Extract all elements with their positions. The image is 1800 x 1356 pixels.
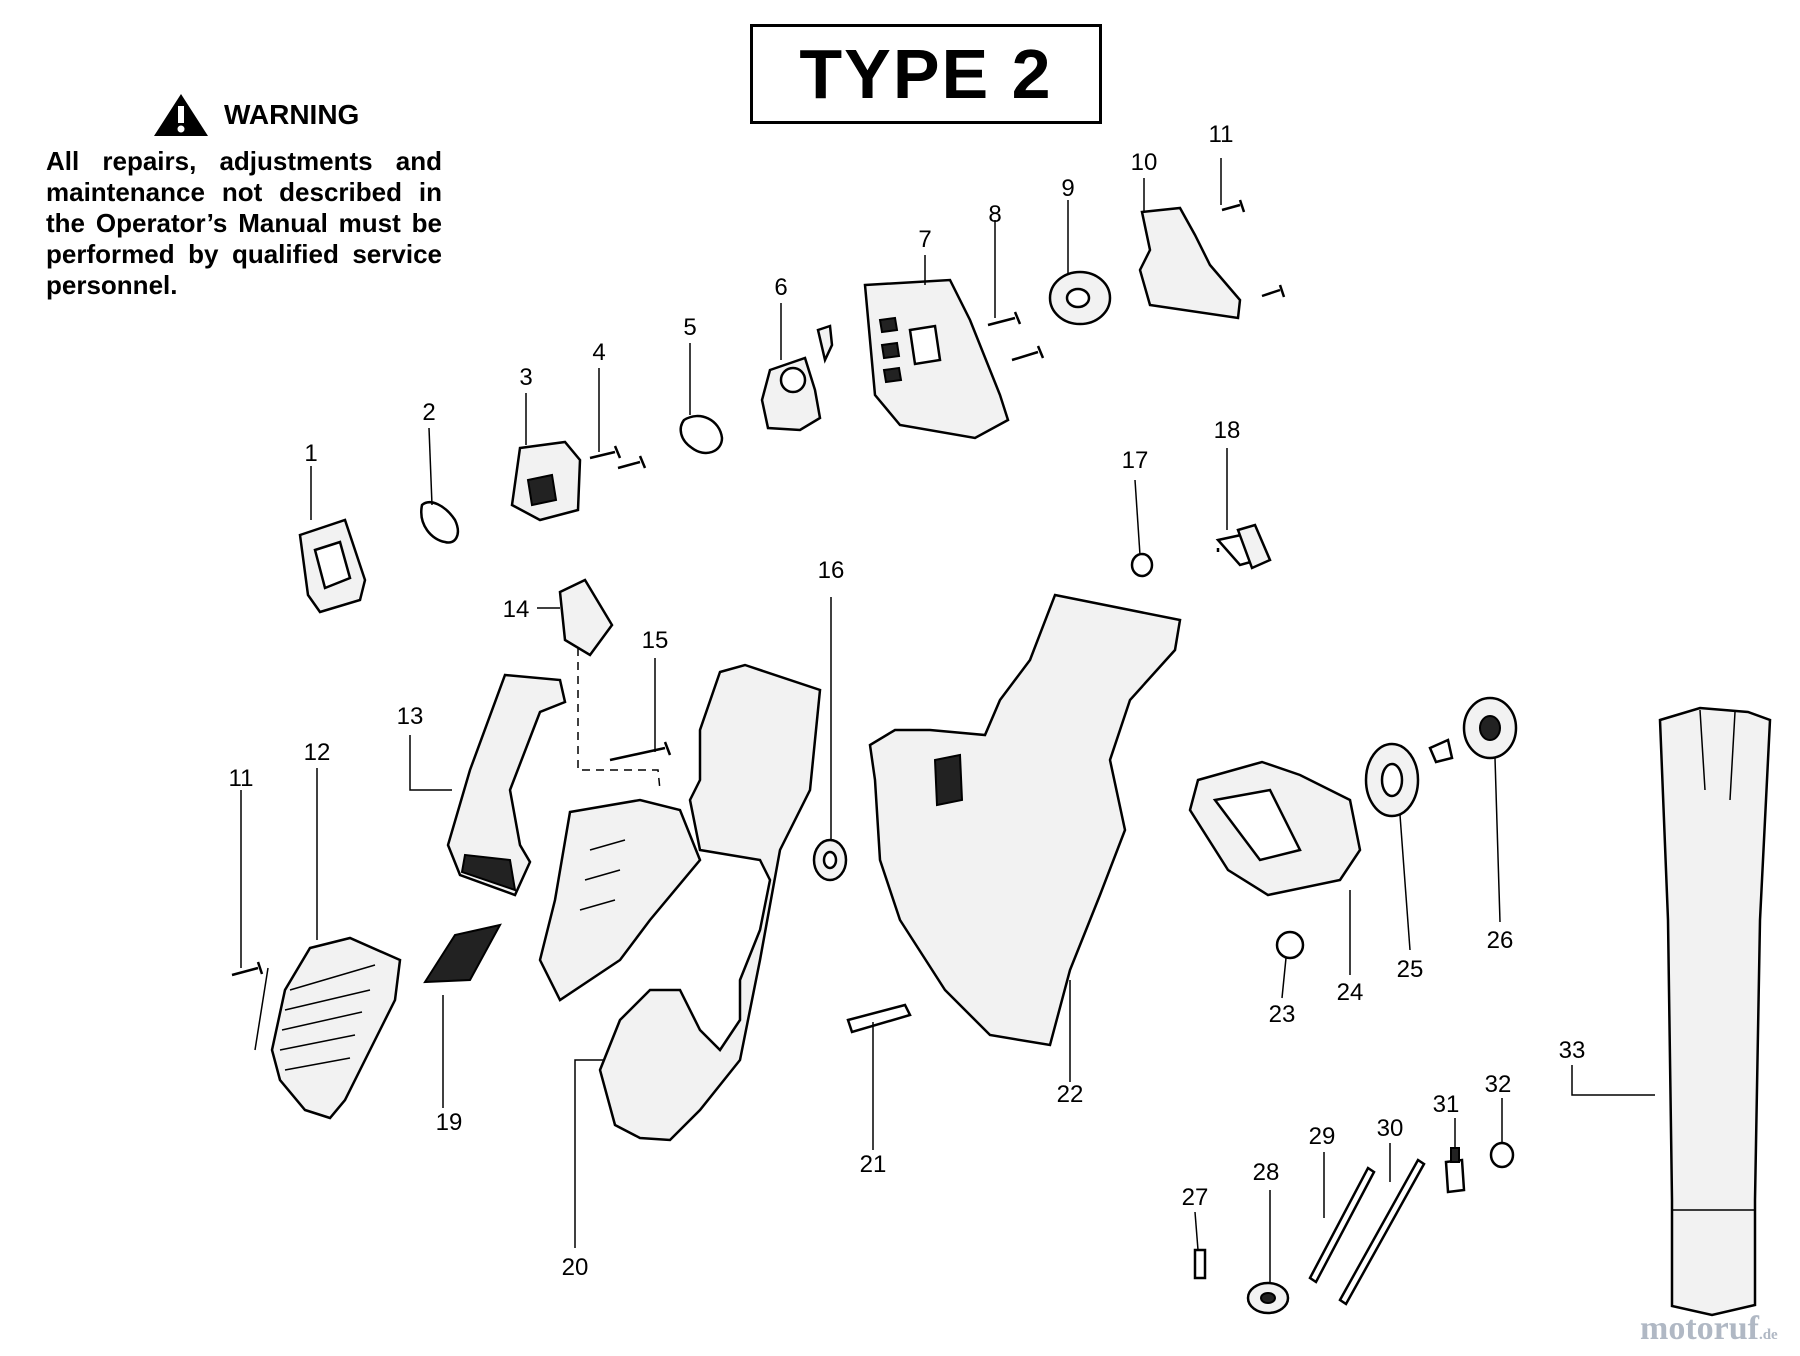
callout-22: 22 bbox=[1057, 1081, 1084, 1108]
part-33-blower-tube bbox=[1658, 706, 1772, 1317]
part-7-cylinder-cover bbox=[863, 278, 1010, 440]
callout-27: 27 bbox=[1182, 1184, 1209, 1211]
part-30-fuel-line bbox=[1338, 1158, 1426, 1306]
part-25-washer bbox=[1364, 742, 1420, 818]
part-20-blower-housing bbox=[538, 663, 822, 1142]
type-title: TYPE 2 bbox=[799, 35, 1053, 113]
callout-15: 15 bbox=[642, 627, 669, 654]
part-5-gasket bbox=[679, 414, 724, 455]
callout-18: 18 bbox=[1214, 417, 1241, 444]
part-6-carburetor bbox=[760, 324, 834, 432]
callout-32: 32 bbox=[1485, 1071, 1512, 1098]
callout-11-top: 11 bbox=[1209, 121, 1234, 148]
warning-header: WARNING bbox=[152, 92, 359, 138]
callout-12: 12 bbox=[304, 739, 331, 766]
callout-5: 5 bbox=[683, 314, 696, 341]
callout-3: 3 bbox=[519, 364, 532, 391]
part-22-fan-housing bbox=[868, 593, 1182, 1047]
part-8-screws bbox=[987, 311, 1045, 362]
callout-28: 28 bbox=[1253, 1159, 1280, 1186]
warning-triangle-icon bbox=[154, 94, 208, 136]
callout-16: 16 bbox=[818, 557, 845, 584]
part-2-gasket bbox=[420, 501, 460, 544]
callout-25: 25 bbox=[1397, 956, 1424, 983]
part-31-fuel-filter bbox=[1444, 1147, 1466, 1194]
leader-lines bbox=[240, 158, 1655, 1282]
callout-29: 29 bbox=[1309, 1123, 1336, 1150]
callout-14: 14 bbox=[503, 596, 530, 623]
callout-21: 21 bbox=[860, 1151, 887, 1178]
part-24-fan bbox=[1188, 760, 1362, 897]
part-16-gear bbox=[812, 838, 848, 882]
part-17-nut bbox=[1130, 552, 1154, 578]
callout-7: 7 bbox=[918, 226, 931, 253]
part-11-screws-top bbox=[1221, 199, 1286, 298]
type-title-box: TYPE 2 bbox=[750, 24, 1102, 124]
callout-1: 1 bbox=[304, 440, 317, 467]
callout-30: 30 bbox=[1377, 1115, 1404, 1142]
part-18-knob bbox=[1215, 523, 1272, 570]
callout-19: 19 bbox=[436, 1109, 463, 1136]
callout-31: 31 bbox=[1433, 1091, 1460, 1118]
callout-2: 2 bbox=[422, 399, 435, 426]
part-32-ring bbox=[1489, 1141, 1515, 1169]
part-4-screws bbox=[589, 445, 647, 470]
part-9-washer bbox=[1048, 270, 1112, 326]
callout-20: 20 bbox=[562, 1254, 589, 1281]
callout-23: 23 bbox=[1269, 1001, 1296, 1028]
warning-text: All repairs, adjustments and maintenance… bbox=[46, 146, 442, 300]
part-14-switch bbox=[558, 578, 614, 657]
part-12-engine-cover bbox=[270, 936, 402, 1120]
part-27-screw bbox=[1193, 1248, 1207, 1280]
part-3-filter-housing bbox=[510, 440, 582, 522]
callout-13: 13 bbox=[397, 703, 424, 730]
callout-8: 8 bbox=[988, 201, 1001, 228]
watermark-brand: motoruf bbox=[1640, 1310, 1759, 1347]
callout-33: 33 bbox=[1559, 1037, 1586, 1064]
callout-10: 10 bbox=[1131, 149, 1158, 176]
part-11-screw-left bbox=[231, 961, 269, 1051]
callout-6: 6 bbox=[774, 274, 787, 301]
callout-numbers: 1 2 3 4 5 6 7 8 9 10 11 11 12 13 14 15 1… bbox=[229, 121, 1586, 1281]
callout-4: 4 bbox=[592, 339, 605, 366]
part-15-screw bbox=[609, 741, 672, 762]
callout-17: 17 bbox=[1122, 447, 1149, 474]
callout-11-left: 11 bbox=[229, 765, 254, 792]
callout-24: 24 bbox=[1337, 979, 1364, 1006]
part-26-fan-cap bbox=[1428, 696, 1518, 764]
part-23-bushing bbox=[1275, 930, 1305, 960]
callout-26: 26 bbox=[1487, 927, 1514, 954]
part-10-bracket bbox=[1138, 206, 1242, 320]
part-19-decal bbox=[423, 923, 502, 984]
part-29-fuel-line bbox=[1308, 1166, 1376, 1284]
watermark-suffix: .de bbox=[1758, 1327, 1778, 1343]
part-28-grommet bbox=[1246, 1281, 1290, 1315]
warning-heading: WARNING bbox=[224, 99, 360, 130]
part-13-handle bbox=[446, 673, 567, 897]
part-1-air-filter bbox=[298, 518, 367, 614]
callout-9: 9 bbox=[1061, 175, 1074, 202]
motoruf-watermark: motoruf.de bbox=[1640, 1310, 1778, 1348]
part-21-pin bbox=[846, 1003, 912, 1034]
